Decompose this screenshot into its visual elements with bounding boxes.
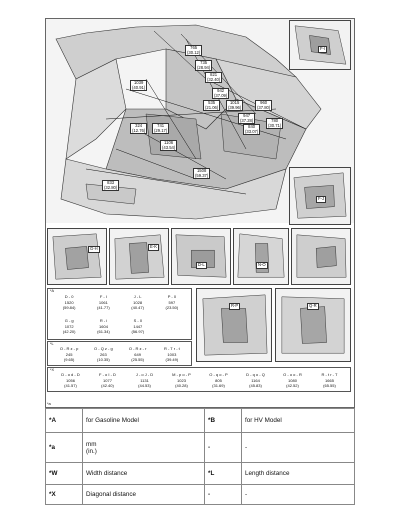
dimension-callout: 780(30.71) — [266, 118, 284, 130]
detail-inset — [275, 288, 351, 362]
inset-label: D-L — [196, 262, 207, 269]
dimension-callout: 1015(39.96) — [226, 100, 244, 112]
legend-row: *X Diagonal distance - - — [45, 484, 355, 505]
legend-row: *a mm (in.) - - — [45, 432, 355, 463]
dimension-callout: 1039(40.91) — [130, 80, 148, 92]
dimension-callout: 735(28.94) — [195, 60, 213, 72]
dimension-callout: 324(12.76) — [130, 123, 148, 135]
inset-label: N-O — [256, 262, 268, 269]
dimension-callout: 840(33.07) — [243, 124, 261, 136]
table-row: (59.84)(41.77)(40.47)(23.50) — [62, 305, 179, 310]
detail-inset — [289, 167, 351, 225]
inset-label: R-P — [229, 303, 241, 310]
detail-inset — [109, 228, 169, 285]
dimension-callout: 960(37.80) — [255, 100, 273, 112]
dimension-callout: 947(37.28) — [238, 113, 256, 125]
inset-label: F-J — [316, 196, 327, 203]
dimension-callout: 765(30.12) — [185, 45, 203, 57]
table-row: (9.65)(10.35)(25.55)(39.49) — [63, 357, 179, 362]
dimension-callout: 741(29.17) — [152, 123, 170, 135]
table-row: (42.20)(61.34)(56.97) — [62, 329, 145, 334]
legend-row: *W Width distance *L Length distance — [45, 462, 355, 485]
detail-inset — [171, 228, 231, 285]
dimension-callout: 833(32.80) — [102, 180, 120, 192]
table-tag: *L — [50, 342, 54, 346]
table-tag: *A — [50, 289, 55, 293]
detail-inset — [289, 20, 351, 70]
table-row: (41.57)(42.40)(44.53)(40.28)(31.69)(45.8… — [64, 383, 336, 388]
footnote-mark: *a — [47, 401, 51, 406]
legend-table: *A for Gasoline Model *B for HV Model *a… — [45, 408, 355, 505]
detail-inset — [47, 228, 107, 285]
dimension-callout: 942(37.09) — [212, 88, 230, 100]
detail-inset — [196, 288, 272, 362]
table-tag: *X — [50, 368, 55, 372]
inset-label: Q-R — [307, 303, 319, 310]
inset-label: G-H — [88, 246, 100, 253]
legend-row: *A for Gasoline Model *B for HV Model — [45, 408, 355, 433]
inset-label: E-K — [148, 244, 159, 251]
dimension-callout: 821(32.40) — [205, 72, 223, 84]
detail-inset — [233, 228, 289, 285]
dimension-callout: 1106(43.54) — [160, 140, 178, 152]
inset-label: F-I — [318, 46, 328, 53]
dimension-callout: 535(21.06) — [203, 100, 221, 112]
detail-inset — [291, 228, 351, 285]
dimension-callout: 1508(59.37) — [193, 168, 211, 180]
